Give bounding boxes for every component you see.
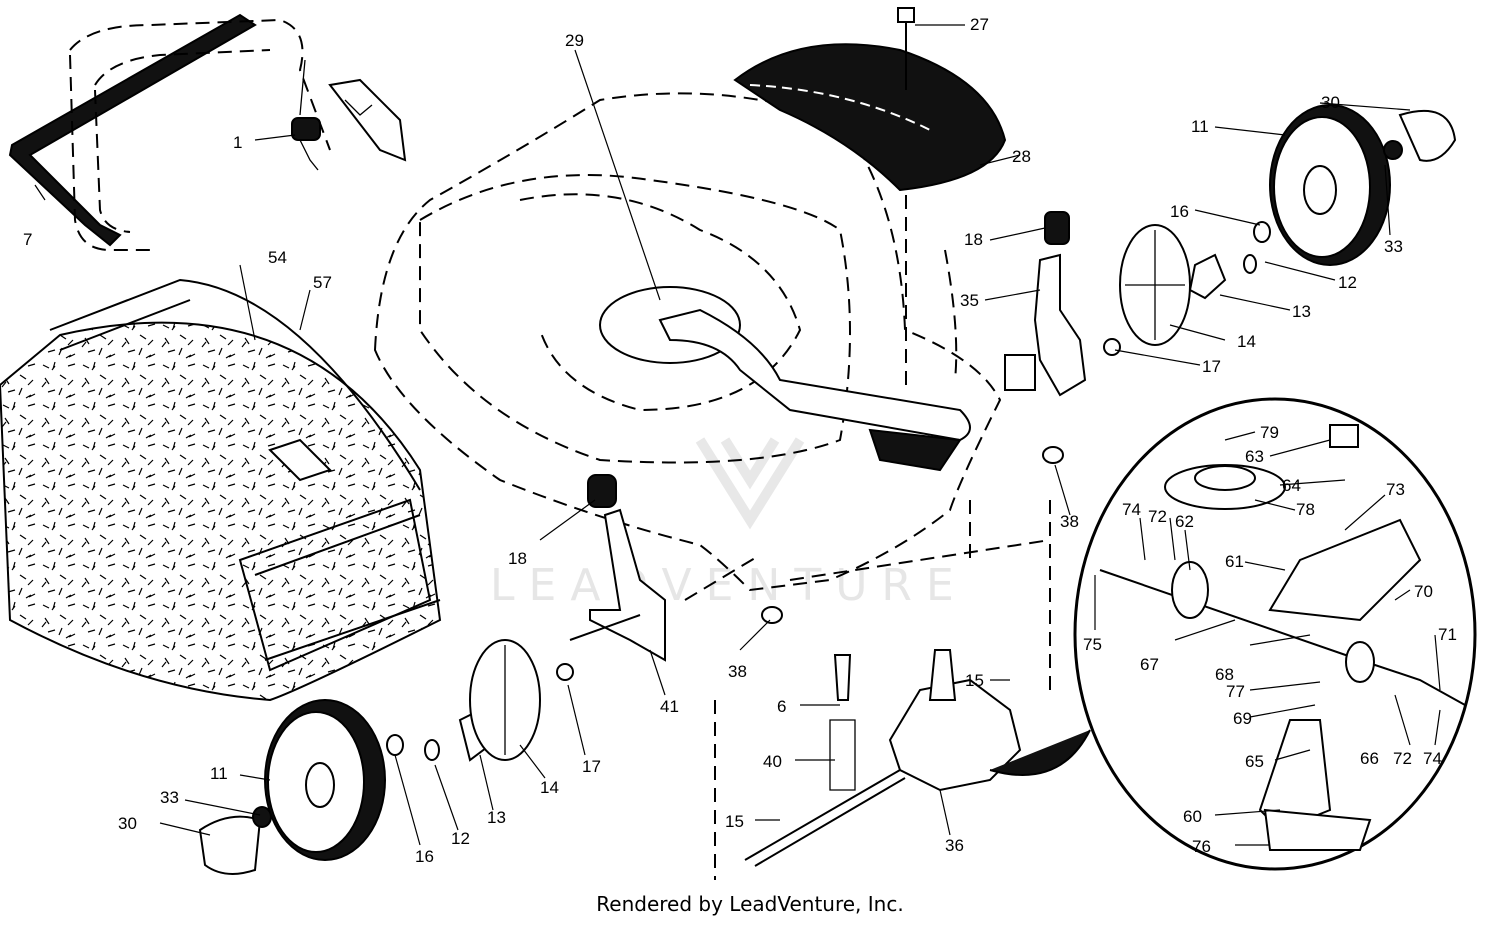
callout-33-left: 33: [160, 788, 179, 807]
callout-1: 1: [233, 133, 242, 152]
callout-70: 70: [1414, 582, 1433, 601]
callout-29: 29: [565, 31, 584, 50]
callout-33-right: 33: [1384, 237, 1403, 256]
callout-11-left: 11: [210, 764, 228, 783]
left-height-adjuster: [569, 474, 761, 662]
handle-assembly: [8, 13, 407, 251]
callout-41: 41: [660, 697, 679, 716]
callout-77: 77: [1226, 682, 1245, 701]
callout-27: 27: [970, 15, 989, 34]
callout-62: 62: [1175, 512, 1194, 531]
callout-67: 67: [1140, 655, 1159, 674]
callout-60: 60: [1183, 807, 1202, 826]
right-height-adjuster: [1004, 211, 1087, 464]
callout-35: 35: [960, 291, 979, 310]
leader-lines: [34, 24, 1441, 846]
grass-bag: [0, 278, 442, 702]
callout-54: 54: [268, 248, 287, 267]
callout-6: 6: [777, 697, 786, 716]
callout-68: 68: [1215, 665, 1234, 684]
callout-66: 66: [1360, 749, 1379, 768]
right-wheel: [1103, 104, 1457, 356]
callout-28: 28: [1012, 147, 1031, 166]
callout-17-right: 17: [1202, 357, 1221, 376]
rear-flap: [733, 7, 1007, 390]
callout-14-left: 14: [540, 778, 559, 797]
callout-69: 69: [1233, 709, 1252, 728]
callout-15-bottom: 15: [725, 812, 744, 831]
left-wheel: [198, 606, 783, 875]
callouts: 1 7 54 57 29 27 28 30 11 33 16 12 13 14 …: [23, 15, 1457, 866]
mower-deck: [373, 92, 1051, 880]
callout-73: 73: [1386, 480, 1405, 499]
callout-63: 63: [1245, 447, 1264, 466]
callout-61: 61: [1225, 552, 1244, 571]
transmission-detail: [1073, 397, 1477, 871]
callout-72-bottom: 72: [1393, 749, 1412, 768]
callout-15-top: 15: [965, 671, 984, 690]
footer-credit: Rendered by LeadVenture, Inc.: [596, 892, 904, 916]
callout-13-right: 13: [1292, 302, 1311, 321]
callout-11-right: 11: [1191, 117, 1209, 136]
callout-74-bottom: 74: [1423, 749, 1442, 768]
callout-16-right: 16: [1170, 202, 1189, 221]
callout-72-top: 72: [1148, 507, 1167, 526]
callout-40: 40: [763, 752, 782, 771]
callout-78: 78: [1296, 500, 1315, 519]
callout-18-right: 18: [964, 230, 983, 249]
callout-36: 36: [945, 836, 964, 855]
callout-12-left: 12: [451, 829, 470, 848]
callout-71: 71: [1438, 625, 1457, 644]
callout-65: 65: [1245, 752, 1264, 771]
callout-30-left: 30: [118, 814, 137, 833]
callout-38-left: 38: [728, 662, 747, 681]
callout-74-top: 74: [1122, 500, 1141, 519]
callout-57: 57: [313, 273, 332, 292]
callout-38-right: 38: [1060, 512, 1079, 531]
callout-12-right: 12: [1338, 273, 1357, 292]
callout-64: 64: [1282, 476, 1301, 495]
callout-76: 76: [1192, 837, 1211, 856]
callout-13-left: 13: [487, 808, 506, 827]
callout-30-right: 30: [1321, 93, 1340, 112]
watermark-text: LEADVENTURE: [490, 560, 968, 611]
callout-17-left: 17: [582, 757, 601, 776]
callout-16-left: 16: [415, 847, 434, 866]
transmission: [744, 649, 1091, 867]
callout-18-left: 18: [508, 549, 527, 568]
callout-7: 7: [23, 230, 32, 249]
callout-75: 75: [1083, 635, 1102, 654]
callout-79: 79: [1260, 423, 1279, 442]
watermark: LEADVENTURE: [490, 437, 968, 611]
callout-14-right: 14: [1237, 332, 1256, 351]
